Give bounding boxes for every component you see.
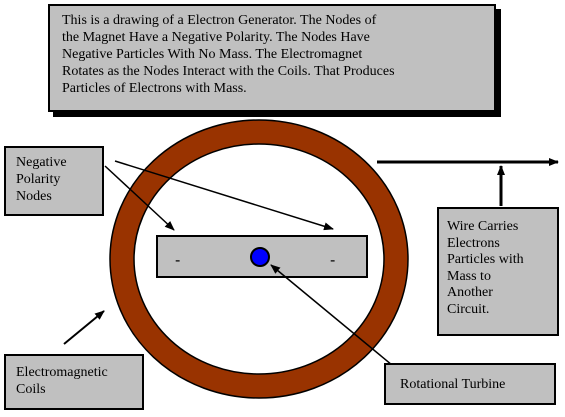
nodes-label-line: Nodes	[16, 189, 52, 204]
coil-ring-outer-edge	[109, 119, 409, 399]
nodes-arrow-right	[114, 160, 334, 231]
wire-label-line: Wire Carries	[447, 219, 519, 234]
description-line: Particles of Electrons with Mass.	[62, 81, 247, 96]
wire-label-line: Electrons	[447, 235, 500, 251]
description-line: Rotates as the Nodes Interact with the C…	[62, 64, 395, 79]
wire-label-line: Another	[447, 285, 493, 300]
magnet-node-right-sign: -	[330, 252, 336, 269]
coils-label-line: Coils	[16, 382, 46, 397]
turbine-arrow	[270, 264, 399, 371]
turbine-dot	[250, 247, 270, 267]
description-line: the Magnet Have a Negative Polarity. The…	[62, 30, 370, 45]
nodes-label-line: Polarity	[16, 172, 61, 187]
wire-label-line: Particles with	[447, 252, 524, 267]
nodes-arrow-left	[104, 165, 175, 231]
description-line: Negative Particles With No Mass. The Ele…	[62, 47, 363, 62]
rotational-turbine-label: Rotational Turbine	[384, 363, 556, 405]
description-line: This is a drawing of a Electron Generato…	[62, 13, 377, 28]
magnet-node-left-sign: -	[175, 252, 181, 269]
electromagnetic-coils-label: Electromagnetic Coils	[4, 354, 144, 410]
coil-ring-inner-edge	[133, 143, 385, 375]
negative-polarity-nodes-label: Negative Polarity Nodes	[4, 146, 104, 216]
wire-label-line: Circuit.	[447, 301, 490, 317]
wire-label-line: Mass to	[447, 268, 491, 284]
coils-arrow	[63, 310, 105, 345]
turbine-label-text: Rotational Turbine	[400, 377, 506, 392]
coils-label-line: Electromagnetic	[16, 365, 108, 380]
description-box: This is a drawing of a Electron Generato…	[48, 4, 496, 112]
wire-carries-electrons-label: Wire Carries Electrons Particles with Ma…	[437, 207, 559, 336]
nodes-label-line: Negative	[16, 155, 67, 170]
